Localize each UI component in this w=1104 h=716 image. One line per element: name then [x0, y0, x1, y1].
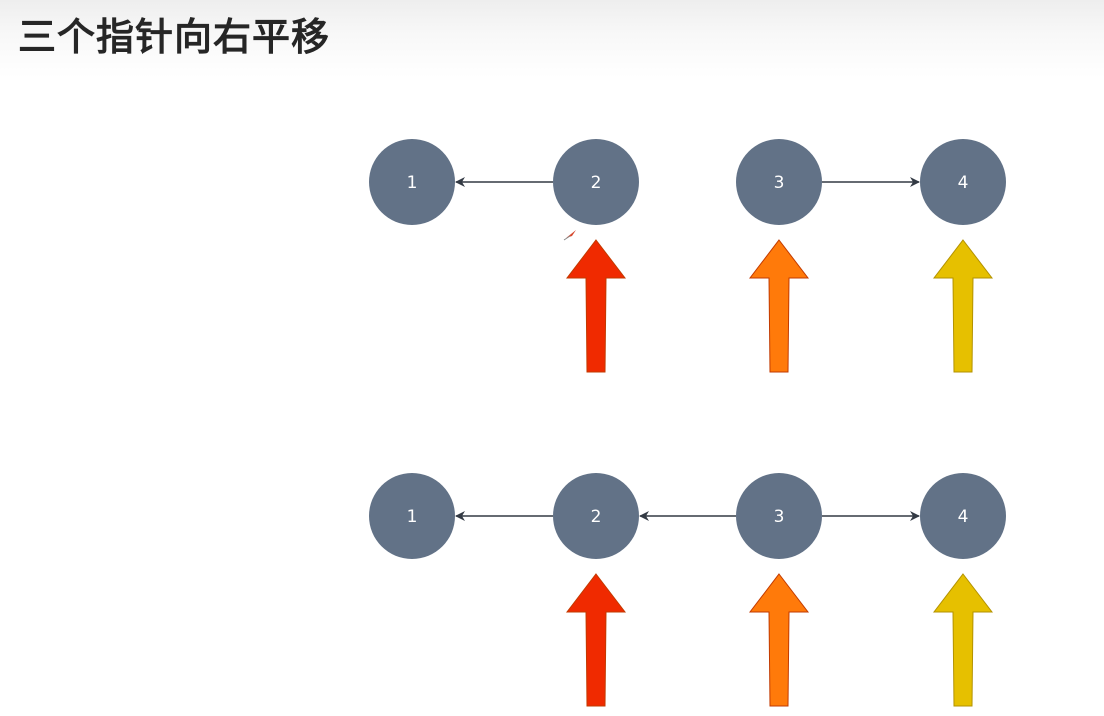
node-circle-3 — [736, 473, 822, 559]
pointer-arrow-1-icon — [565, 239, 627, 373]
node-circle-1 — [369, 473, 455, 559]
node-circle-4 — [920, 139, 1006, 225]
node-label-3: 3 — [774, 507, 785, 527]
node-circle-4 — [920, 473, 1006, 559]
node-circle-2 — [553, 139, 639, 225]
pointer-arrow-2-icon — [748, 239, 810, 373]
title-bar: 三个指针向右平移 — [0, 0, 1104, 78]
node-label-3: 3 — [774, 173, 785, 193]
node-label-4: 4 — [958, 507, 969, 527]
node-label-4: 4 — [958, 173, 969, 193]
list-row-2: 1 2 3 4 — [369, 473, 1006, 707]
pointer-arrow-1-icon — [565, 573, 627, 707]
node-circle-3 — [736, 139, 822, 225]
node-circle-2 — [553, 473, 639, 559]
cursor-icon — [563, 230, 578, 241]
pointer-arrow-2-icon — [748, 573, 810, 707]
pointer-arrow-3-icon — [932, 239, 994, 373]
page-title: 三个指针向右平移 — [18, 15, 331, 59]
pointer-arrow-3-icon — [932, 573, 994, 707]
list-row-1: 1 2 3 4 — [369, 139, 1006, 373]
node-label-1: 1 — [407, 507, 418, 527]
node-label-2: 2 — [591, 507, 602, 527]
node-label-2: 2 — [591, 173, 602, 193]
node-circle-1 — [369, 139, 455, 225]
node-label-1: 1 — [407, 173, 418, 193]
